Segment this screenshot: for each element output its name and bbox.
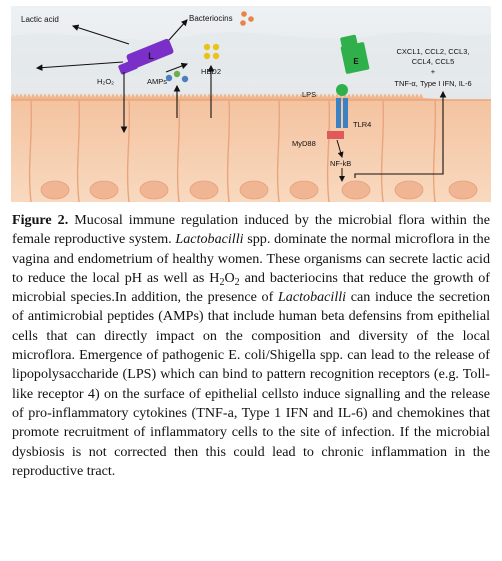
amps-label: AMPs: [147, 77, 167, 86]
caption-text-3: and bacteriocins that reduce the growth …: [12, 269, 490, 306]
caption-text-1: Mucosal immune regulation induced by the…: [12, 212, 490, 248]
figure-illustration: L Lactic acid Bacteriocins H₂O₂ AMPs HBD…: [11, 6, 491, 202]
nfkb-label: NF-kB: [330, 159, 351, 168]
caption-text-2: spp. dominate the normal microflora in t…: [12, 231, 490, 286]
amp-particles: [165, 70, 189, 83]
myd88-adaptor: [327, 131, 344, 139]
cell-borders: [11, 99, 491, 202]
hbd2-particles: [203, 43, 220, 60]
lactic-acid-label: Lactic acid: [21, 15, 59, 24]
ecoli-bacterium: E: [340, 34, 370, 74]
caption-subscript-2: 2: [234, 276, 240, 288]
tlr4-label: TLR4: [353, 120, 371, 129]
cell-nuclei: [40, 180, 478, 200]
caption-text-2b: O: [224, 269, 235, 286]
tlr4-receptor-right: [343, 98, 348, 128]
ecoli-letter: E: [353, 57, 359, 66]
caption-subscript-1: 2: [219, 276, 225, 288]
lactobacillus-bacterium: L: [118, 38, 174, 75]
chemokines-line2: CCL4, CCL5: [412, 57, 455, 66]
caption-italic-lactobacilli-2: Lactobacilli: [277, 289, 347, 306]
bacteriocins-label: Bacteriocins: [189, 14, 233, 23]
lactobacillus-arrows: [35, 19, 189, 134]
caption-italic-lactobacilli-1: Lactobacilli: [175, 231, 244, 248]
cytokines-label: TNF-α, Type I IFN, IL-6: [394, 79, 471, 88]
plus-sign: +: [431, 67, 436, 76]
lactobacillus-letter: L: [148, 51, 154, 61]
lps-molecule: [336, 84, 348, 96]
cytokine-release-arrow: [354, 90, 447, 178]
figure-caption: Figure 2. Mucosal immune regulation indu…: [12, 211, 490, 481]
caption-label: Figure 2.: [12, 212, 69, 228]
h2o2-label: H₂O₂: [97, 77, 114, 86]
bacteriocin-particles: [240, 11, 254, 26]
tlr4-receptor-left: [336, 98, 341, 128]
myd88-label: MyD88: [292, 139, 316, 148]
chemokines-line1: CXCL1, CCL2, CCL3,: [397, 47, 470, 56]
caption-text-4: can induce the secretion of antimicrobia…: [12, 289, 490, 479]
lps-label: LPS: [302, 90, 316, 99]
myd88-to-nfkb-arrow: [336, 139, 344, 158]
